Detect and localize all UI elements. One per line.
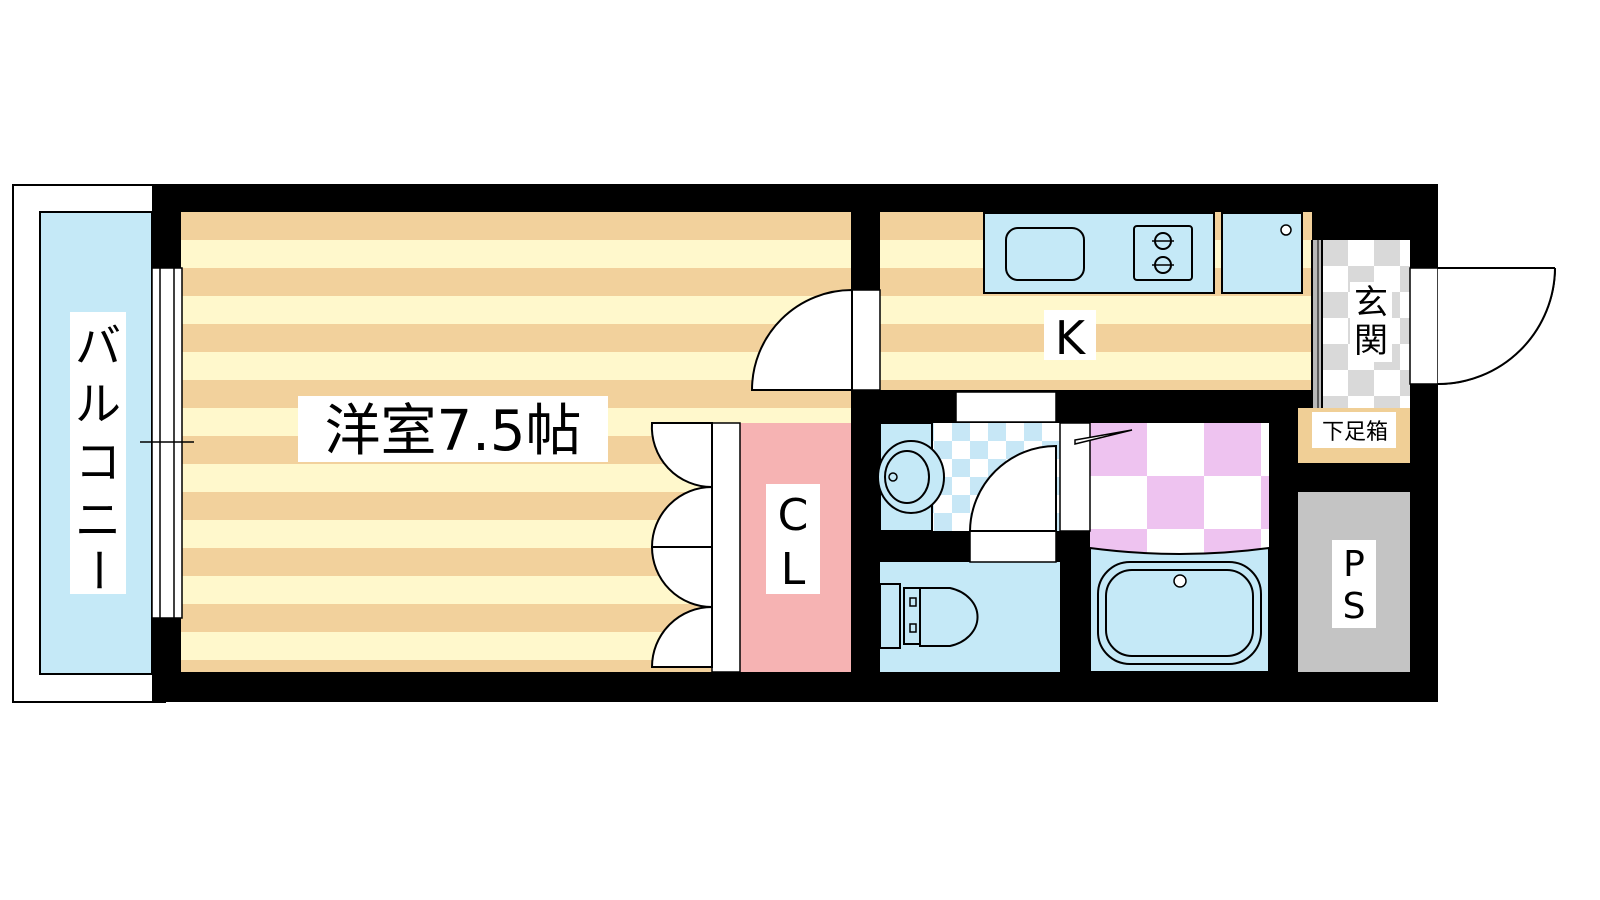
closet-letter-c: C — [778, 490, 809, 541]
washroom-door — [968, 444, 1057, 563]
entrance — [1311, 240, 1410, 408]
closet-doors — [650, 422, 741, 673]
entry-door — [1409, 267, 1556, 385]
balcony-char: ー — [71, 547, 125, 593]
entrance-char: 関 — [1354, 321, 1388, 361]
closet-letter-l: L — [781, 544, 806, 595]
balcony-char: ニ — [75, 493, 121, 547]
shoe-box-label: 下足箱 — [1322, 420, 1388, 445]
balcony-char: コ — [75, 435, 121, 489]
toilet — [879, 583, 979, 649]
kitchen-label: K — [1044, 310, 1096, 365]
western-room-name: 洋室7.5帖 — [324, 399, 581, 464]
closet-label: C L — [766, 484, 820, 595]
room-door — [750, 288, 881, 391]
entrance-char: 玄 — [1354, 283, 1388, 323]
balcony-char: ル — [75, 377, 121, 431]
western-room-label: 洋室7.5帖 — [298, 396, 608, 464]
bathtub — [1089, 546, 1270, 673]
balcony-window — [140, 267, 194, 619]
balcony — [12, 184, 166, 703]
entrance-label: 玄 関 — [1350, 282, 1392, 362]
kitchen-counter — [983, 212, 1303, 294]
pipe-space-letter-p: P — [1343, 544, 1365, 585]
pipe-space-letter-s: S — [1343, 586, 1366, 627]
balcony-char: バ — [75, 319, 121, 373]
kitchen-name: K — [1055, 311, 1087, 365]
bathroom-door — [1059, 422, 1133, 532]
balcony-label: バ ル コ ニ ー — [70, 312, 126, 594]
pipe-space-label: P S — [1332, 540, 1376, 628]
wash-basin — [877, 422, 945, 532]
